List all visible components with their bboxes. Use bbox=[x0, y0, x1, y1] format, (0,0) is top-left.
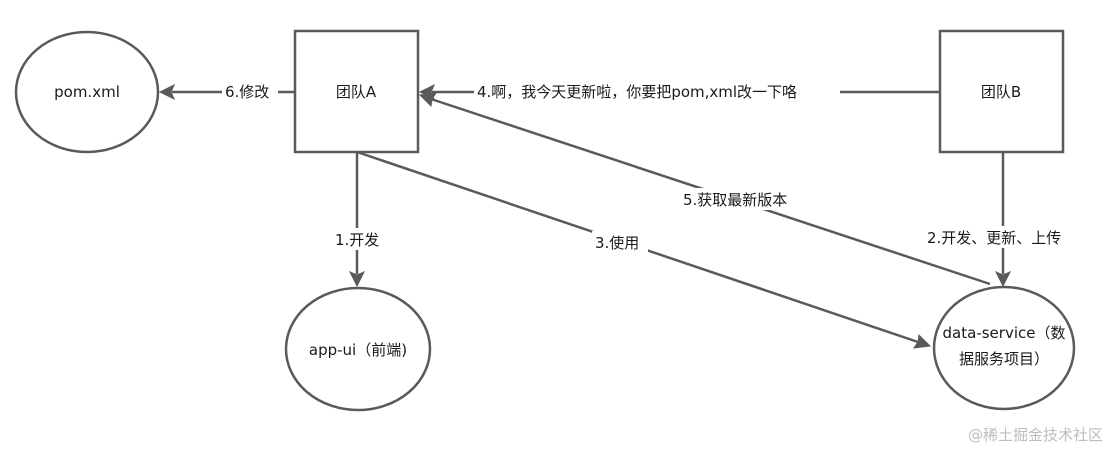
data-service-label-line2: 据服务项目） bbox=[959, 350, 1049, 368]
edge-use: 3.使用 bbox=[356, 150, 932, 349]
node-pom-xml: pom.xml bbox=[14, 30, 160, 154]
node-team-a: 团队A bbox=[293, 29, 420, 154]
team-a-box bbox=[293, 29, 420, 154]
app-ui-ellipse bbox=[284, 286, 432, 412]
edge-use-label: 3.使用 bbox=[595, 234, 639, 252]
edge-develop: 1.开发 bbox=[333, 152, 383, 288]
edge-notify-update: 4.啊，我今天更新啦，你要把pom,xml改一下咯 bbox=[418, 80, 940, 102]
app-ui-label: app-ui（前端) bbox=[309, 341, 407, 359]
watermark-text: @稀土掘金技术社区 bbox=[968, 426, 1103, 444]
team-b-label: 团队B bbox=[981, 83, 1021, 101]
pom-xml-label: pom.xml bbox=[54, 83, 120, 101]
team-b-box bbox=[938, 29, 1065, 154]
node-app-ui: app-ui（前端) bbox=[284, 286, 432, 412]
edge-develop-label: 1.开发 bbox=[335, 231, 379, 249]
edge-develop-arrowhead bbox=[348, 271, 366, 288]
edge-develop-update-upload-arrowhead bbox=[994, 271, 1012, 288]
edge-get-latest-arrowhead bbox=[418, 92, 438, 108]
edge-modify: 6.修改 bbox=[158, 80, 295, 102]
data-service-label-line1: data-service（数 bbox=[943, 324, 1066, 342]
edge-notify-update-label: 4.啊，我今天更新啦，你要把pom,xml改一下咯 bbox=[477, 83, 797, 101]
edge-develop-update-upload: 2.开发、更新、上传 bbox=[924, 152, 1084, 288]
team-a-label: 团队A bbox=[336, 83, 377, 101]
edge-get-latest-label: 5.获取最新版本 bbox=[683, 191, 787, 209]
edge-develop-update-upload-label: 2.开发、更新、上传 bbox=[927, 229, 1061, 247]
edge-modify-arrowhead bbox=[158, 83, 175, 101]
edge-get-latest: 5.获取最新版本 bbox=[418, 92, 991, 286]
edge-modify-label: 6.修改 bbox=[225, 83, 269, 101]
node-data-service: data-service（数 据服务项目） bbox=[932, 285, 1076, 411]
data-service-ellipse bbox=[932, 285, 1076, 411]
pom-xml-ellipse bbox=[14, 30, 160, 154]
edge-use-arrowhead bbox=[912, 333, 932, 349]
node-team-b: 团队B bbox=[938, 29, 1065, 154]
